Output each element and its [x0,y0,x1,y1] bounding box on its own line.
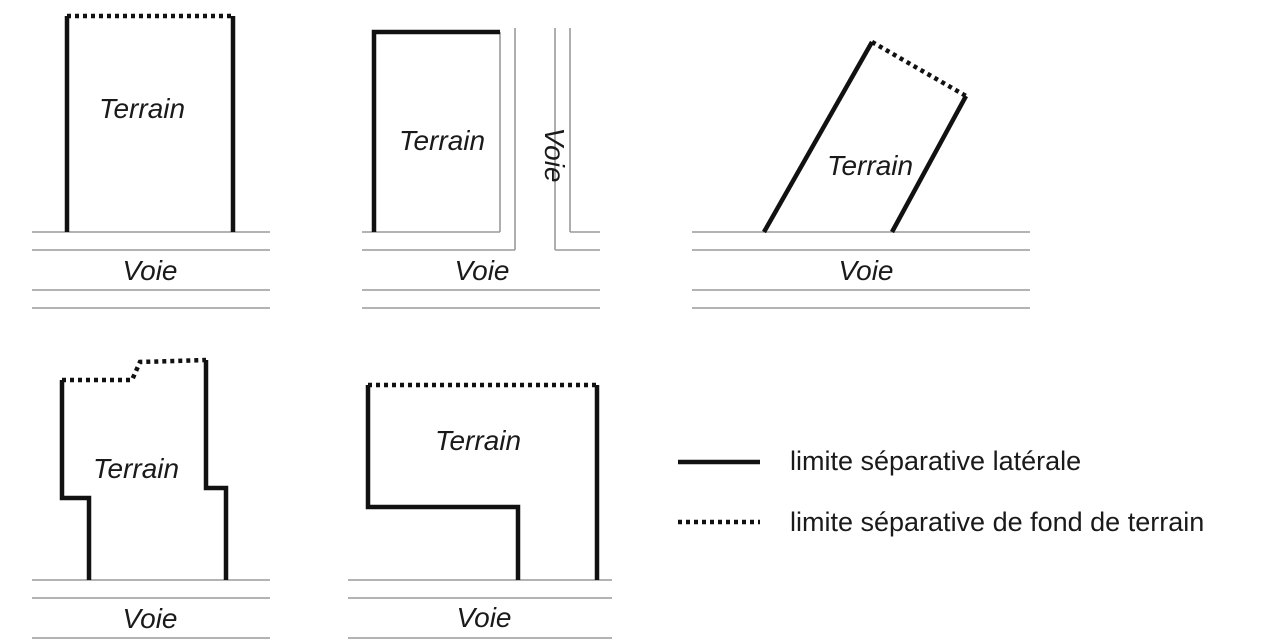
panel-3: Terrain Voie [692,40,1030,309]
panel-2: Terrain Voie Voie [362,28,600,309]
legend-lateral-label: limite séparative latérale [790,446,1081,476]
lateral-boundary [890,94,968,234]
legend-rear-label: limite séparative de fond de terrain [790,507,1204,537]
panel-5: Terrain Voie [348,382,612,639]
terrain-label: Terrain [827,150,913,181]
road-label: Voie [456,602,511,633]
lateral-boundary [203,360,229,580]
lateral-boundary [371,29,500,232]
road-label: Voie [122,255,177,286]
rear-boundary [870,40,968,98]
terrain-label: Terrain [93,453,179,484]
road-label: Voie [122,603,177,634]
panel-4: Terrain Voie [32,357,270,639]
terrain-label: Terrain [435,425,521,456]
lateral-boundary [59,380,92,580]
road-label: Voie [454,255,509,286]
terrain-label: Terrain [99,93,185,124]
terrain-label: Terrain [399,125,485,156]
side-road-label: Voie [539,127,570,182]
legend: limite séparative latérale limite sépara… [678,446,1204,537]
lateral-boundary [762,40,874,234]
lateral-boundary [365,385,521,580]
road-label: Voie [838,255,893,286]
rear-boundary [62,357,207,383]
panel-1: Terrain Voie [32,13,270,309]
